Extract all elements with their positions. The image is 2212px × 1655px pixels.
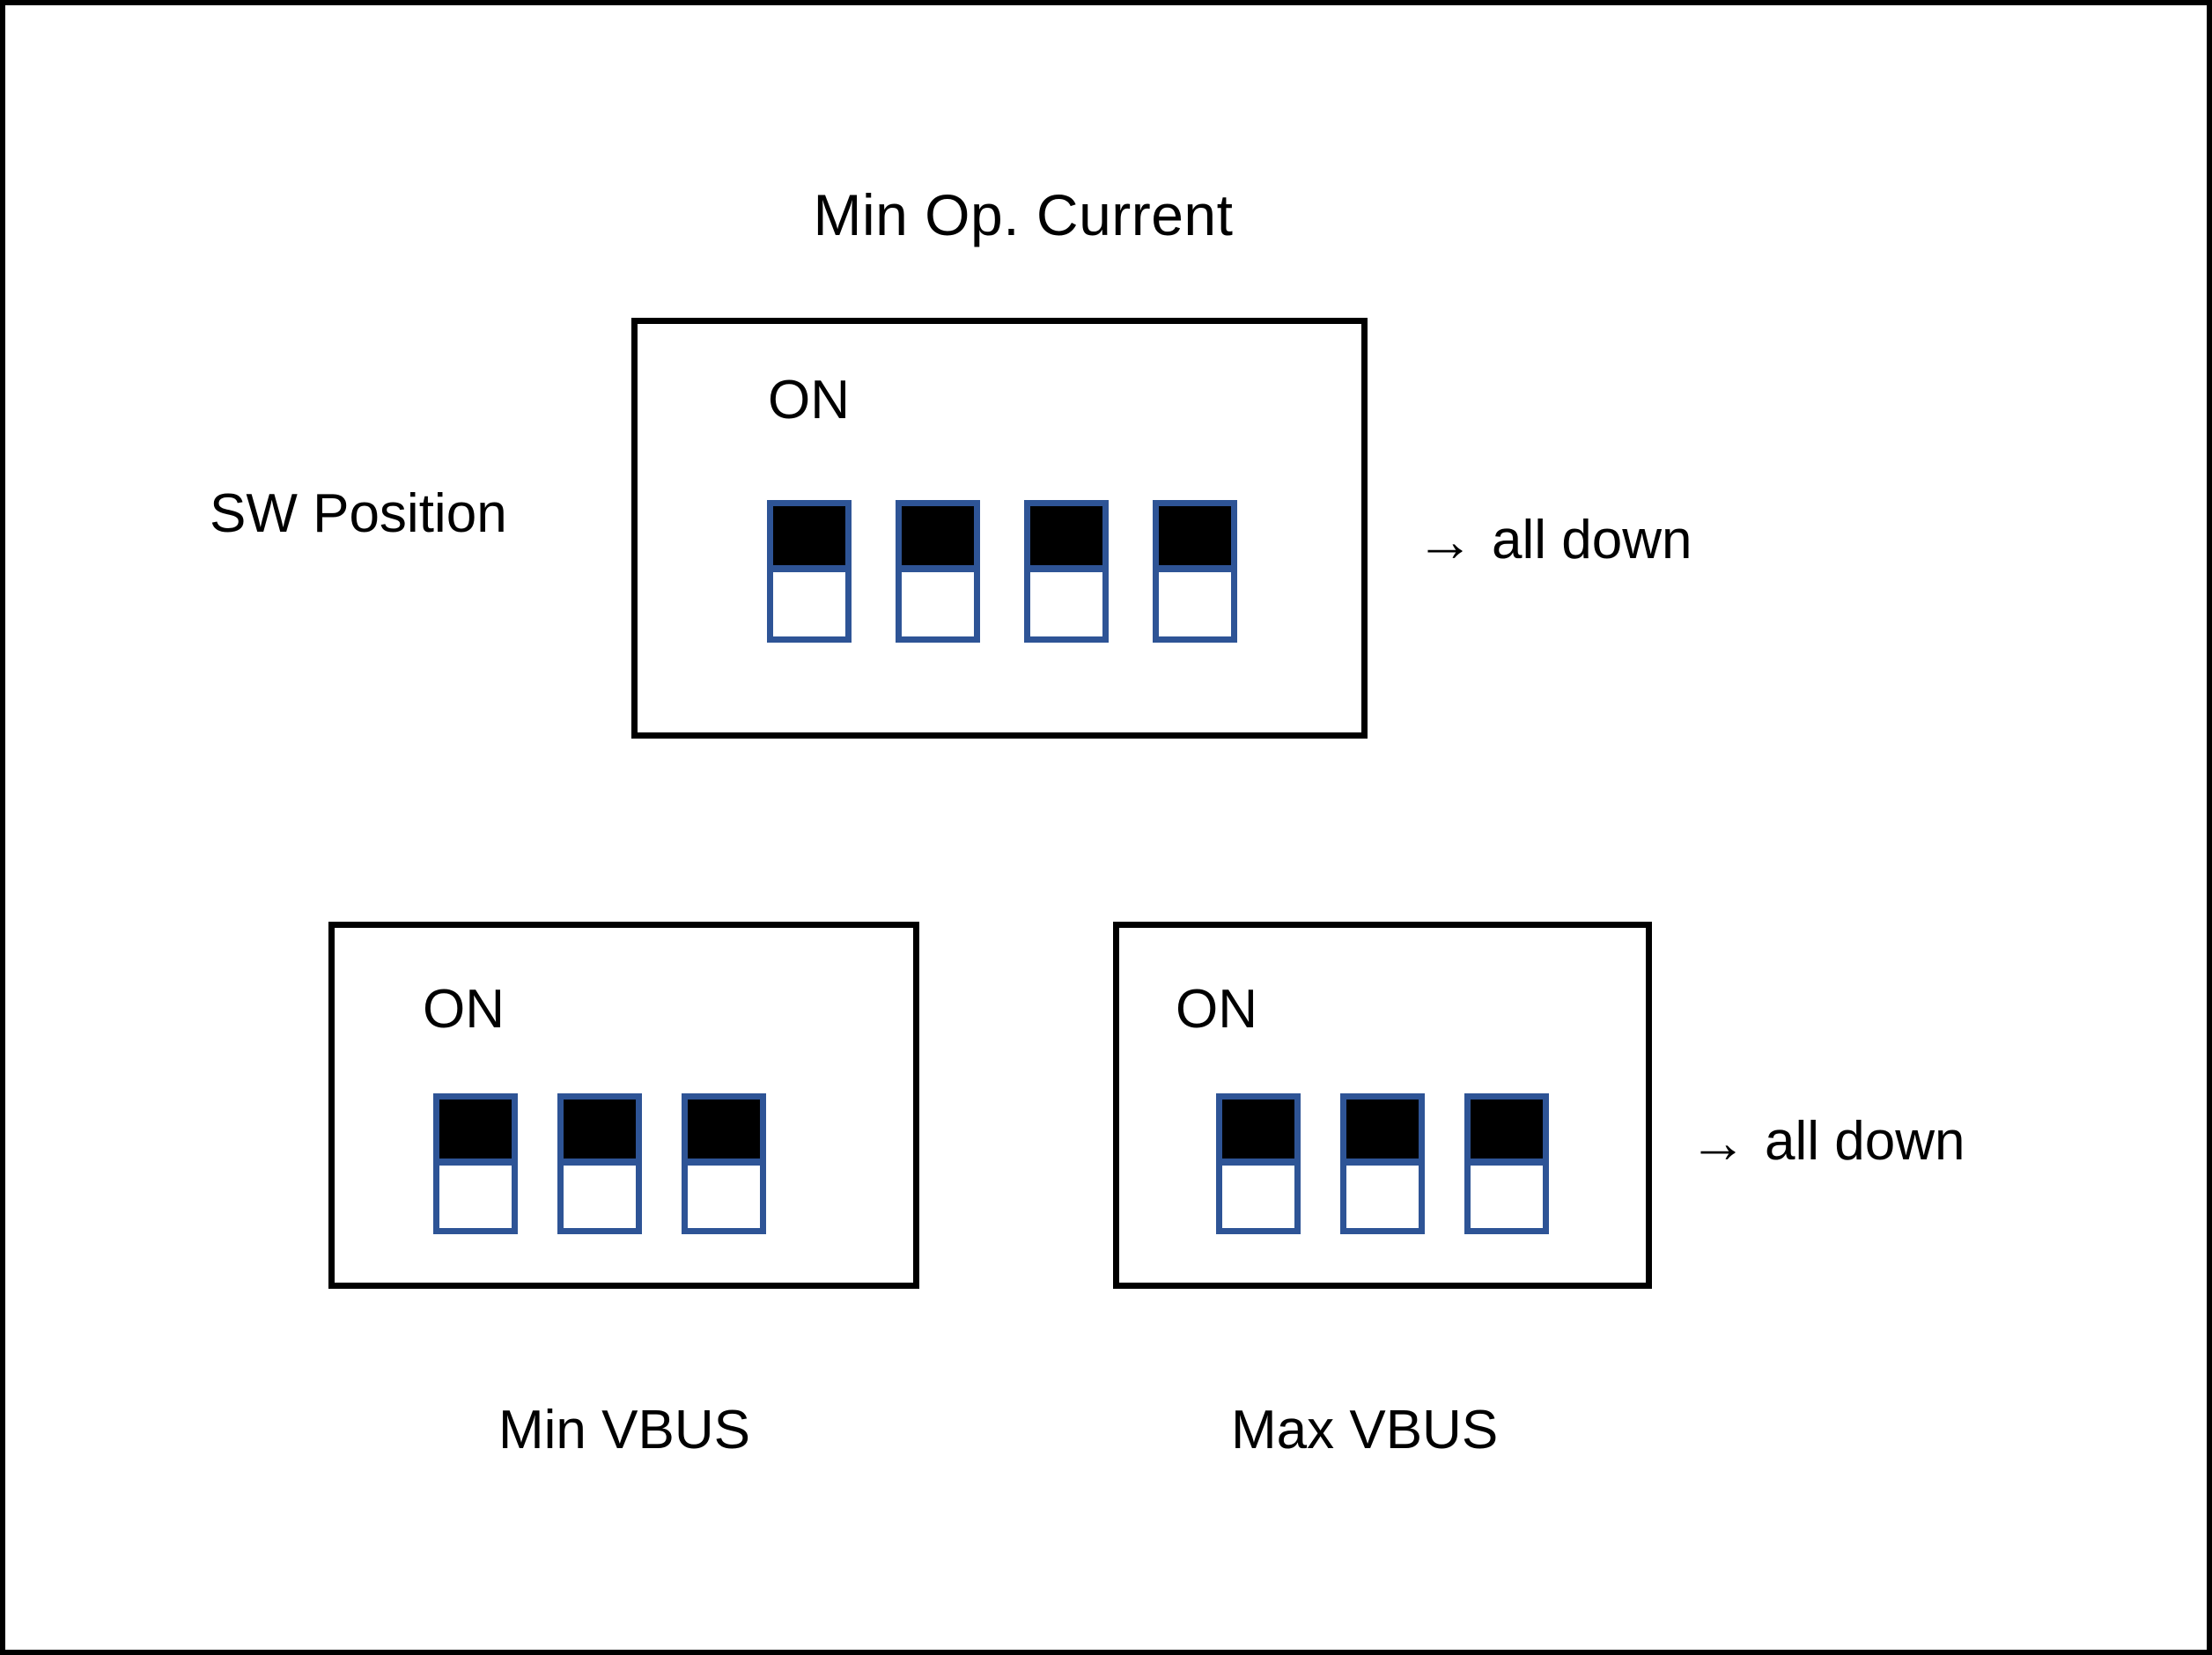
dip-switch-row <box>767 500 1237 643</box>
dip-switch-3[interactable] <box>1464 1093 1549 1234</box>
dip-switch-2[interactable] <box>557 1093 642 1234</box>
dip-switch-row <box>1216 1093 1549 1234</box>
dip-switch-4-bottom-segment <box>1153 569 1237 643</box>
dip-switch-1[interactable] <box>767 500 852 643</box>
dip-switch-4-top-segment <box>1153 500 1237 569</box>
annotation-all-down-bottom-text: all down <box>1765 1111 1965 1172</box>
dip-switch-2[interactable] <box>1340 1093 1425 1234</box>
dip-switch-row <box>433 1093 766 1234</box>
dip-switch-1-top-segment <box>767 500 852 569</box>
dip-switch-3-bottom-segment <box>1464 1162 1549 1234</box>
dip-switch-3-top-segment <box>682 1093 766 1162</box>
dip-on-label: ON <box>1176 979 1257 1040</box>
page-title: Min Op. Current <box>813 182 1234 247</box>
dip-on-label: ON <box>768 370 850 430</box>
dip-switch-1-bottom-segment <box>1216 1162 1301 1234</box>
sw-position-label: SW Position <box>210 483 507 544</box>
dip-switch-1-top-segment <box>433 1093 518 1162</box>
dip-switch-1-bottom-segment <box>767 569 852 643</box>
caption-min-vbus: Min VBUS <box>498 1400 750 1460</box>
dip-switch-2-top-segment <box>557 1093 642 1162</box>
dip-switch-2-bottom-segment <box>1340 1162 1425 1234</box>
dip-switch-3-bottom-segment <box>682 1162 766 1234</box>
dip-switch-1[interactable] <box>433 1093 518 1234</box>
dip-switch-2-top-segment <box>1340 1093 1425 1162</box>
right-arrow-icon: → <box>1416 508 1474 573</box>
dip-on-label: ON <box>423 979 505 1040</box>
dip-switch-1-top-segment <box>1216 1093 1301 1162</box>
dip-package-max-vbus: ON <box>1113 922 1652 1289</box>
dip-switch-3[interactable] <box>682 1093 766 1234</box>
annotation-all-down-top: → all down <box>1416 511 1692 570</box>
annotation-all-down-top-text: all down <box>1492 510 1692 570</box>
caption-max-vbus: Max VBUS <box>1231 1400 1499 1460</box>
dip-switch-3[interactable] <box>1024 500 1109 643</box>
dip-switch-2-top-segment <box>896 500 980 569</box>
dip-switch-1[interactable] <box>1216 1093 1301 1234</box>
annotation-all-down-bottom: → all down <box>1689 1113 1965 1171</box>
dip-switch-3-bottom-segment <box>1024 569 1109 643</box>
dip-switch-2-bottom-segment <box>896 569 980 643</box>
dip-switch-3-top-segment <box>1024 500 1109 569</box>
right-arrow-icon: → <box>1689 1109 1747 1174</box>
dip-switch-1-bottom-segment <box>433 1162 518 1234</box>
dip-package-min-op-current: ON <box>631 318 1368 739</box>
dip-switch-2-bottom-segment <box>557 1162 642 1234</box>
dip-switch-3-top-segment <box>1464 1093 1549 1162</box>
dip-switch-2[interactable] <box>896 500 980 643</box>
dip-switch-4[interactable] <box>1153 500 1237 643</box>
dip-package-min-vbus: ON <box>328 922 919 1289</box>
